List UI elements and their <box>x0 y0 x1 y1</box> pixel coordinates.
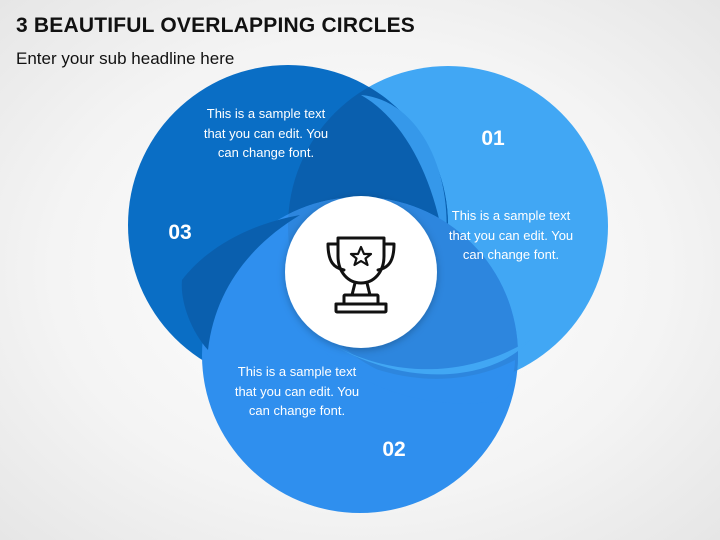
circle-01-text: This is a sample text that you can edit.… <box>448 208 574 262</box>
overlap-fold-01 <box>361 95 447 250</box>
circle-03-number: 03 <box>168 221 192 244</box>
circle-02-number: 02 <box>382 438 406 461</box>
center-circle <box>285 196 437 348</box>
overlap-fold-01b <box>310 330 530 375</box>
circle-03-text: This is a sample text that you can edit.… <box>203 106 329 160</box>
overlap-fold-03 <box>181 215 300 350</box>
circle-02-text: This is a sample text that you can edit.… <box>234 364 360 418</box>
trophy-icon <box>326 236 396 314</box>
overlap-fold-02 <box>300 325 515 404</box>
page-title: 3 BEAUTIFUL OVERLAPPING CIRCLES <box>16 14 416 37</box>
page-subtitle: Enter your sub headline here <box>16 49 235 68</box>
circle-01-number: 01 <box>481 127 505 150</box>
